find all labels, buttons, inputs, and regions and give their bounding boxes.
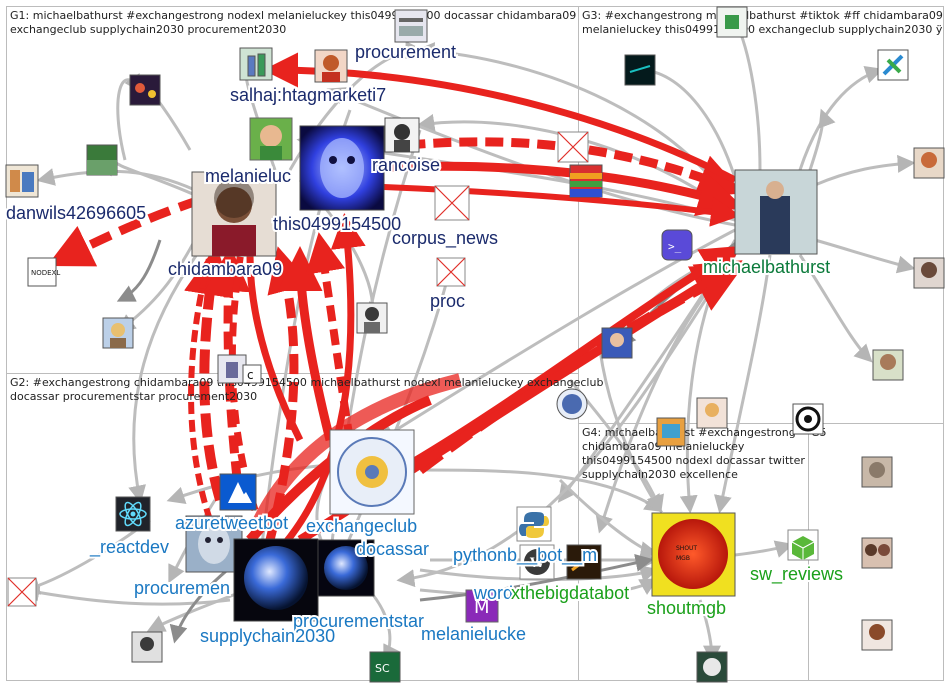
- avatar-redhead-woman[interactable]: [913, 147, 945, 179]
- label-xthebigdatabot[interactable]: xthebigdatabot: [509, 581, 631, 605]
- label-azuretweetbot[interactable]: azuretweetbot: [173, 511, 290, 535]
- python-node[interactable]: [516, 506, 552, 542]
- g2-label-line2: docassar procurementstar procurement2030: [10, 390, 257, 403]
- label-melanieluc[interactable]: melanieluc: [203, 164, 293, 188]
- avatar-suit-man[interactable]: [131, 631, 163, 663]
- cube-node[interactable]: [787, 529, 819, 561]
- avatar-rainbow[interactable]: [569, 164, 603, 198]
- label-shoutmgb[interactable]: shoutmgb: [645, 596, 728, 620]
- avatar-g4-woman[interactable]: [696, 397, 728, 429]
- g2-label-line1: G2: #exchangestrong chidambara09 this049…: [10, 376, 603, 389]
- melanieluc-node[interactable]: [249, 117, 293, 161]
- avatar-people-group[interactable]: [239, 47, 273, 81]
- avatar-francoise[interactable]: [384, 117, 420, 153]
- label-procurement[interactable]: procurement: [353, 40, 458, 64]
- this0499-node[interactable]: [299, 125, 385, 211]
- avatar-teddy[interactable]: [861, 456, 893, 488]
- avatar-blonde-woman[interactable]: [102, 317, 134, 349]
- avatar-small-box[interactable]: [217, 354, 247, 384]
- svg-text:M: M: [474, 597, 490, 618]
- label-docassar[interactable]: docassar: [354, 537, 431, 561]
- avatar-curly-woman[interactable]: [861, 619, 893, 651]
- avatar-man-glasses[interactable]: [356, 302, 388, 334]
- avatar-older-man[interactable]: [872, 349, 904, 381]
- earth-node-large[interactable]: [233, 538, 319, 622]
- robot-face-node[interactable]: [185, 515, 243, 573]
- g4-label-line4: supplychain2030 excellence: [582, 468, 738, 481]
- avatar-woman-red[interactable]: [314, 49, 348, 83]
- avatar-newsletter[interactable]: [394, 9, 428, 43]
- g4-label-line1: G4: michaelbathurst #exchangestrong: [582, 426, 796, 439]
- svg-text:SC: SC: [375, 662, 390, 675]
- broken-image-icons: [7, 131, 589, 607]
- avatar-dark-water[interactable]: [624, 54, 656, 86]
- react-node[interactable]: [115, 496, 151, 532]
- avatar-sc-logo[interactable]: SC: [369, 651, 401, 683]
- avatar-g4-bottom[interactable]: [696, 651, 728, 683]
- g1-label-line1: G1: michaelbathurst #exchangestrong node…: [10, 9, 576, 22]
- label-supplychain2030[interactable]: supplychain2030: [198, 624, 337, 648]
- label-salhaj[interactable]: salhaj:htagmarketi7: [228, 83, 388, 107]
- chidambara-node[interactable]: [191, 171, 277, 257]
- label-wordpress[interactable]: word: [471, 581, 515, 605]
- exchangeclub-node[interactable]: [329, 429, 415, 515]
- avatar-couple[interactable]: [861, 537, 893, 569]
- label-proc[interactable]: proc: [428, 289, 467, 313]
- avatar-nodexl[interactable]: NODEXL: [27, 257, 60, 287]
- label-pythonbot[interactable]: pythonb__bot__m: [451, 543, 599, 568]
- avatar-brunette-woman[interactable]: [913, 257, 945, 289]
- earth-node-small[interactable]: [317, 539, 375, 597]
- m-logo-node[interactable]: M: [465, 589, 499, 623]
- azure-node[interactable]: [219, 473, 257, 511]
- small-nodes: NODEXL >_ SC c: [5, 6, 945, 683]
- label-reactdev[interactable]: _reactdev: [87, 535, 171, 560]
- avatar-tiktok-green[interactable]: [716, 6, 748, 38]
- label-corpus-news[interactable]: corpus_news: [390, 226, 500, 251]
- g3-label-line2: melanieluckey this0499154500 exchangeclu…: [582, 23, 943, 36]
- shoutmgb-node[interactable]: SHOUT MGB: [651, 512, 736, 597]
- group-labels: G1: michaelbathurst #exchangestrong node…: [10, 9, 943, 481]
- label-sw-reviews[interactable]: sw_reviews: [748, 562, 845, 587]
- label-michaelbathurst[interactable]: michaelbathurst: [701, 255, 832, 279]
- g3-label-line1: G3: #exchangestrong michaelbathurst #tik…: [582, 9, 943, 22]
- label-francoise[interactable]: rancoise: [370, 153, 442, 177]
- broken-image-icon[interactable]: [436, 257, 466, 287]
- avatar-robot-circle[interactable]: [792, 403, 824, 435]
- label-melanielucke[interactable]: melanielucke: [419, 622, 528, 646]
- wordpress-node[interactable]: W: [519, 544, 555, 580]
- avatar-g4-colorful[interactable]: [656, 417, 686, 447]
- svg-text:W: W: [529, 556, 545, 571]
- label-procurementstar[interactable]: procurementstar: [291, 609, 426, 633]
- avatar-road[interactable]: [86, 144, 118, 176]
- svg-text:MGB: MGB: [676, 555, 690, 562]
- g4-label-line3: this0499154500 nodexl docassar twitter: [582, 454, 805, 467]
- label-chidambara09[interactable]: chidambara09: [166, 257, 284, 281]
- avatar-small-c[interactable]: c: [242, 364, 262, 384]
- avatar-arrows[interactable]: [877, 49, 909, 81]
- avatar-concert[interactable]: [129, 74, 161, 106]
- michaelbathurst-node[interactable]: [734, 169, 818, 255]
- svg-text:SHOUT: SHOUT: [676, 545, 697, 552]
- broken-image-icon[interactable]: [7, 577, 37, 607]
- g1-label-line2: exchangeclub supplychain2030 procurement…: [10, 23, 286, 36]
- svg-text:NODEXL: NODEXL: [31, 269, 60, 277]
- svg-text:c: c: [247, 368, 254, 382]
- broken-image-icon[interactable]: [434, 185, 470, 221]
- svg-text:>_: >_: [668, 240, 682, 253]
- avatar-terminal[interactable]: >_: [661, 229, 693, 261]
- avatar-seal[interactable]: [556, 388, 588, 420]
- label-this0499[interactable]: this0499154500: [271, 212, 403, 236]
- avatar-bigdata-small[interactable]: [566, 544, 602, 580]
- label-procurement2030[interactable]: procuremen: [132, 576, 232, 600]
- label-danwils[interactable]: danwils42696605: [4, 201, 148, 225]
- broken-image-icon[interactable]: [557, 131, 589, 163]
- label-exchangeclub[interactable]: exchangeclub: [304, 514, 419, 538]
- avatar-danwils[interactable]: [5, 164, 39, 198]
- node-labels: procurement salhaj:htagmarketi7 melaniel…: [4, 40, 845, 648]
- avatar-woman-blue[interactable]: [601, 327, 633, 359]
